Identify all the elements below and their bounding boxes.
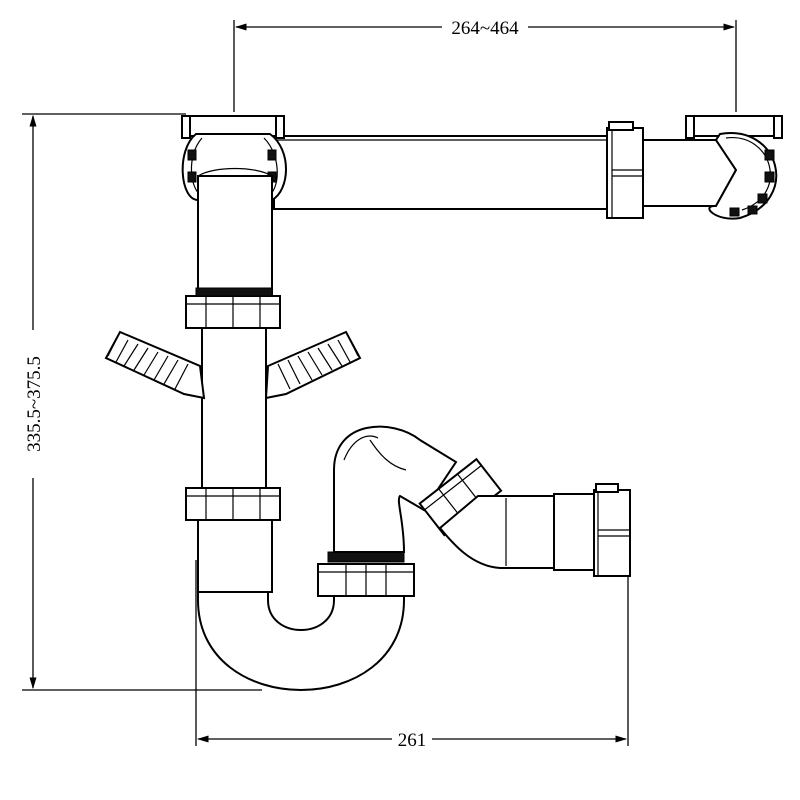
dimension-top-width-label: 264~464: [451, 18, 519, 39]
dimension-left-height: 335.5~375.5: [22, 113, 262, 691]
left-vertical-pipe-lower: [197, 519, 273, 593]
right-corrugated-inlet: [264, 330, 362, 400]
outlet-pipe: [438, 495, 557, 569]
lower-slip-nut: [185, 487, 281, 521]
dimension-left-height-label: 335.5~375.5: [24, 356, 45, 452]
u-bend: [197, 591, 405, 691]
upper-slip-nut: [185, 287, 281, 329]
dimension-top-width: 264~464: [233, 18, 737, 112]
left-corrugated-inlet: [104, 330, 206, 400]
riser-pipe: [333, 425, 458, 553]
left-vertical-pipe-upper: [197, 167, 273, 297]
dimension-bottom-width: 261: [195, 560, 629, 751]
dimension-bottom-width-label: 261: [398, 730, 427, 751]
right-pipe-nut: [606, 121, 644, 219]
u-bend-nut: [317, 551, 415, 597]
right-basin-strainer: [685, 115, 783, 220]
horizontal-overflow-pipe: [273, 135, 615, 210]
outlet-nut: [553, 483, 631, 577]
tee-body: [201, 327, 267, 489]
